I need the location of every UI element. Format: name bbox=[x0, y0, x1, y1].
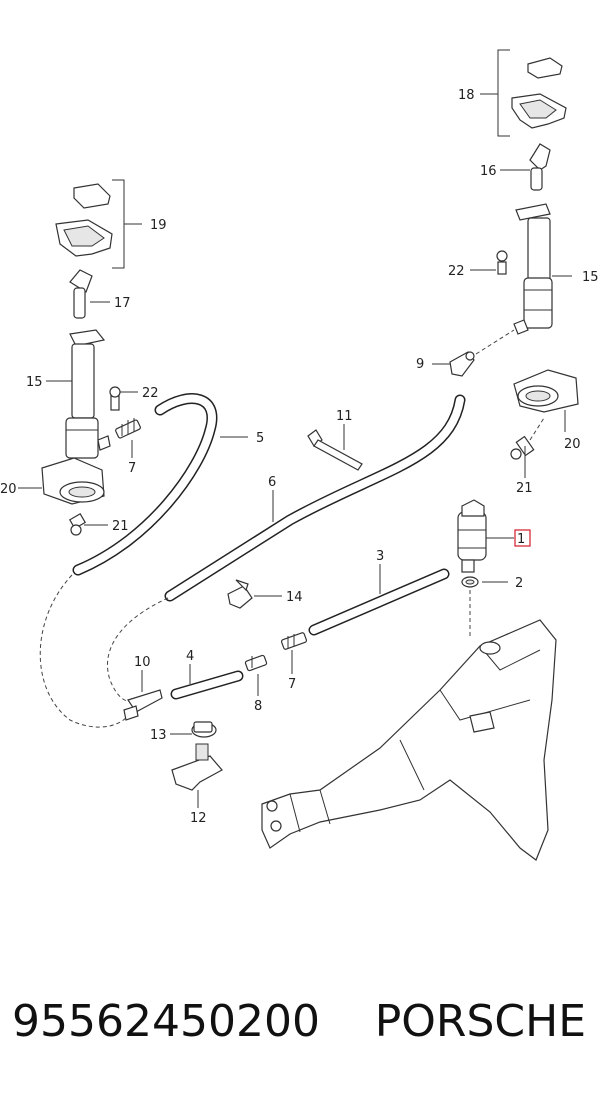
callout-3: 3 bbox=[376, 549, 384, 564]
part-16-nozzle bbox=[529, 143, 551, 191]
callout-7-center: 7 bbox=[288, 677, 296, 692]
callout-20-left: 20 bbox=[0, 482, 17, 497]
callout-4: 4 bbox=[186, 649, 194, 664]
callout-21-right: 21 bbox=[516, 481, 533, 496]
callout-15-left: 15 bbox=[26, 375, 43, 390]
part-6-hose bbox=[164, 394, 466, 602]
part-20-left-bracket bbox=[41, 457, 105, 505]
callout-9: 9 bbox=[416, 357, 424, 372]
part-22-right-screw bbox=[496, 250, 508, 275]
part-20-right-bracket bbox=[513, 369, 579, 413]
part-1-washer-pump bbox=[457, 499, 487, 573]
part-21-left-screw bbox=[68, 512, 87, 536]
callout-17: 17 bbox=[114, 296, 131, 311]
callout-10: 10 bbox=[134, 655, 151, 670]
parts-diagram: 1 2 3 4 5 6 7 7 8 9 10 11 12 13 14 15 15… bbox=[0, 49, 599, 861]
part-3-hose bbox=[308, 568, 450, 636]
callout-19: 19 bbox=[150, 218, 167, 233]
callout-1-highlight bbox=[514, 529, 531, 547]
brand-name: PORSCHE bbox=[374, 996, 586, 1047]
callout-22-right: 22 bbox=[448, 264, 465, 279]
washer-fluid-reservoir bbox=[261, 619, 557, 861]
callout-11: 11 bbox=[336, 409, 353, 424]
callout-22-left: 22 bbox=[142, 386, 159, 401]
callout-13: 13 bbox=[150, 728, 167, 743]
callout-1: 1 bbox=[517, 532, 525, 547]
part-19-cover-caps bbox=[55, 183, 113, 257]
callout-labels: 1 2 3 4 5 6 7 7 8 9 10 11 12 13 14 15 15… bbox=[0, 88, 599, 826]
part-22-left-screw bbox=[109, 386, 121, 411]
callout-8: 8 bbox=[254, 699, 262, 714]
part-12-bracket bbox=[171, 743, 223, 791]
part-9-elbow-connector bbox=[449, 351, 475, 377]
part-17-nozzle bbox=[69, 269, 93, 319]
part-18-cover-caps bbox=[511, 57, 567, 129]
callout-6: 6 bbox=[268, 475, 276, 490]
callout-15-right: 15 bbox=[582, 270, 599, 285]
part-5-hose bbox=[72, 393, 218, 576]
part-15-left-cylinder bbox=[65, 329, 111, 459]
callout-5: 5 bbox=[256, 431, 264, 446]
part-10-y-connector bbox=[123, 689, 163, 721]
part-7-center-connector bbox=[280, 632, 308, 650]
callout-16: 16 bbox=[480, 164, 497, 179]
callout-18: 18 bbox=[458, 88, 475, 103]
part-2-grommet bbox=[461, 576, 479, 588]
callout-2: 2 bbox=[515, 576, 523, 591]
part-4-hose bbox=[170, 670, 244, 700]
part-number: 95562450200 bbox=[12, 996, 320, 1047]
callout-20-right: 20 bbox=[564, 437, 581, 452]
part-8-connector bbox=[244, 654, 268, 672]
caption: 95562450200 PORSCHE bbox=[0, 996, 600, 1066]
part-7-left-connector bbox=[115, 418, 141, 439]
part-13-clamp bbox=[191, 721, 217, 738]
callout-21-left: 21 bbox=[112, 519, 129, 534]
part-11-cable-tie bbox=[307, 429, 363, 471]
callout-12: 12 bbox=[190, 811, 207, 826]
callout-14: 14 bbox=[286, 590, 303, 605]
callout-7-left: 7 bbox=[128, 461, 136, 476]
part-14-clip bbox=[227, 579, 253, 609]
part-15-right-cylinder bbox=[513, 203, 553, 335]
